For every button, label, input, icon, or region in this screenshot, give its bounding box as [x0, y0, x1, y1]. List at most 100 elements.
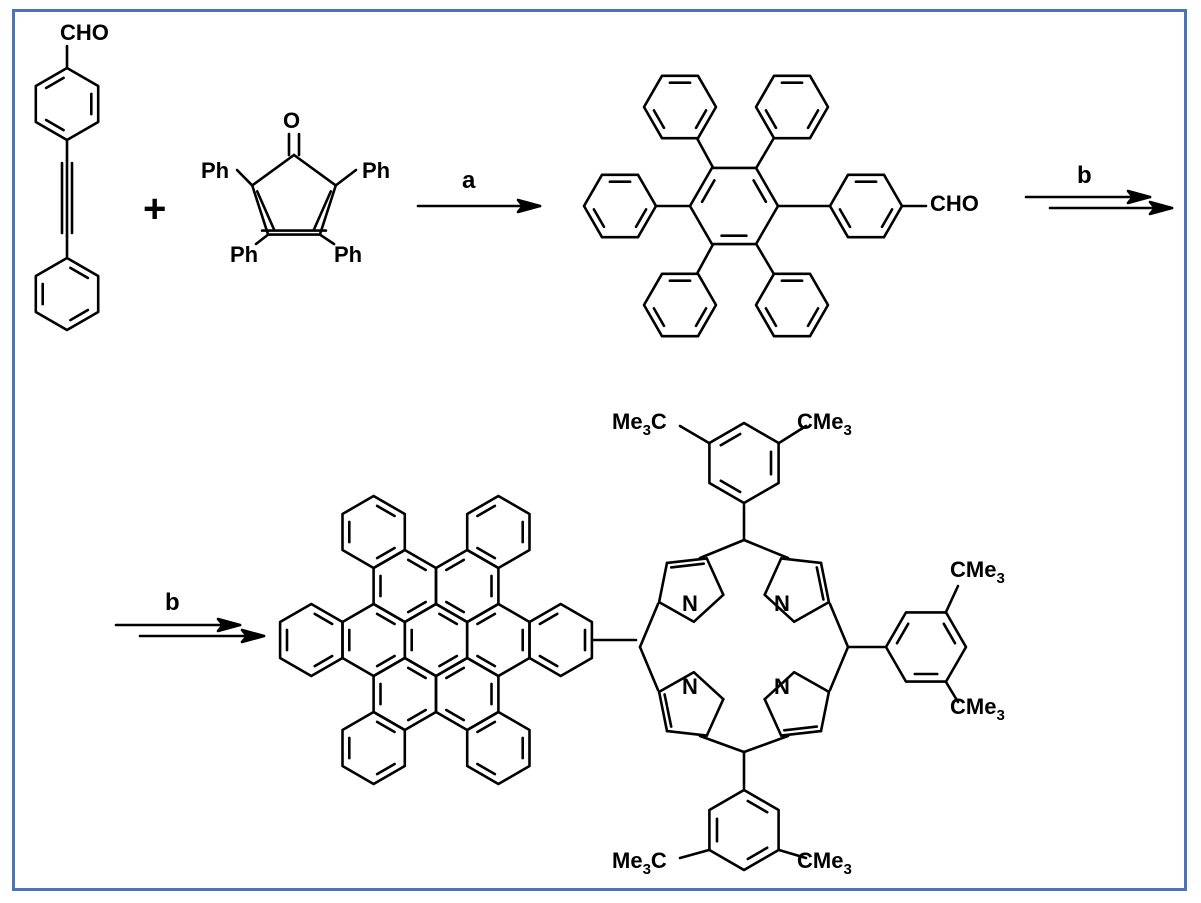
reagent1-phenyl-ring-double-bond — [69, 308, 90, 322]
reagent1-benzaldehyde-ring — [34, 66, 100, 142]
intermediate-phenyl-bottom-left-bond — [695, 243, 715, 275]
pyrrole-bottom-right-bond — [763, 670, 796, 701]
intermediate-phenyl-bottom-left-double-bond — [652, 307, 666, 328]
pyrrole-bottom-left-bond — [657, 690, 669, 733]
bottom-aryl-tbu-left: Me3C — [612, 848, 667, 878]
intermediate-central-ring — [688, 166, 780, 246]
meso-bond — [742, 538, 790, 560]
reagent1-benzaldehyde-ring-double-bond — [44, 118, 65, 132]
pyrrole-top-left-bond — [705, 557, 725, 597]
hbc-ring-12 — [341, 710, 407, 786]
hbc-ring-0 — [403, 602, 469, 678]
reagent1-benzaldehyde-ring-double-bond — [44, 76, 65, 90]
right-aryl-ring-double-bond — [942, 622, 957, 645]
hbc-ring-7-double-bond — [476, 504, 497, 518]
top-aryl-ring-double-bond — [719, 432, 742, 447]
hbc-ring-1-double-bond — [476, 612, 497, 626]
porphyrin-n-top-right: N — [774, 591, 790, 616]
reagent1-phenyl-ring — [34, 256, 100, 332]
intermediate-phenyl-left — [582, 173, 658, 239]
hbc-ring-1-double-bond — [476, 654, 497, 668]
hbc-ring-9 — [528, 602, 594, 678]
right-aryl-ring-double-bond — [895, 622, 910, 645]
bottom-aryl-tbu-right: CMe3 — [797, 848, 852, 878]
reagent2-ph-top-right: Ph — [362, 158, 390, 183]
pyrrole-top-right-bond — [763, 593, 796, 624]
bottom-aryl-ring-double-bond — [746, 799, 769, 814]
top-aryl-tbu-bond-left — [678, 424, 711, 445]
hbc-ring-10-double-bond — [313, 654, 334, 668]
hbc-ring-4-double-bond — [406, 558, 428, 572]
arrow-b-top-2-head — [1148, 200, 1174, 216]
scheme-frame — [12, 9, 1187, 891]
pyrrole-top-right-bond — [819, 561, 831, 604]
pyrrole-top-left-double-bond — [669, 562, 706, 569]
meso-bond — [638, 645, 660, 692]
hbc-ring-4 — [372, 548, 438, 624]
reagent2-ph-top-left: Ph — [201, 158, 229, 183]
hbc-ring-6 — [372, 656, 438, 732]
meso-bond — [742, 734, 790, 754]
cyclopentadienone-bond — [292, 153, 338, 187]
hbc-ring-3-double-bond — [444, 600, 466, 614]
pyrrole-bottom-right-double-bond — [782, 725, 819, 732]
intermediate-phenyl-top-left-bond — [695, 137, 715, 169]
arrow-b-bottom-1-head — [216, 617, 242, 633]
hbc-ring-8 — [341, 494, 407, 570]
reagent1-cho-label: CHO — [60, 20, 109, 45]
hbc-ring-11-double-bond — [476, 762, 497, 776]
intermediate-phenyl-left-double-bond — [592, 208, 606, 229]
intermediate-phenyl-bottom-left — [642, 272, 718, 338]
intermediate-phenyl-top-left-double-bond — [694, 109, 708, 130]
hbc-ring-12-double-bond — [375, 762, 396, 776]
pyrrole-top-right-double-bond — [815, 566, 825, 601]
top-aryl-tbu-bond-right — [777, 424, 808, 445]
top-aryl-tbu-right: CMe3 — [797, 409, 852, 439]
intermediate-phenyl-left-double-bond — [634, 208, 648, 229]
hbc-ring-6-double-bond — [406, 666, 428, 680]
pyrrole-top-left-bond — [657, 600, 696, 624]
hbc-ring-6-double-bond — [406, 708, 428, 722]
hbc-ring-7 — [465, 494, 531, 570]
right-aryl-tbu-top: CMe3 — [950, 557, 1005, 587]
pyrrole-bottom-left-bond — [705, 697, 725, 737]
pyrrole-top-right-bond — [763, 557, 783, 597]
porphyrin-n-bottom-left: N — [682, 674, 698, 699]
hbc-ring-5-double-bond — [444, 666, 466, 680]
plus-sign: + — [143, 187, 166, 231]
ph-bond-bottom-right — [318, 233, 336, 246]
hbc-ring-5 — [434, 656, 500, 732]
porphyrin-n-bottom-right: N — [774, 674, 790, 699]
hbc-ring-2-double-bond — [375, 612, 396, 626]
hbc-ring-8-double-bond — [375, 504, 396, 518]
porphyrin-n-top-left: N — [682, 591, 698, 616]
reagent1-phenyl-ring-double-bond — [69, 266, 90, 280]
hbc-ring-2-double-bond — [375, 654, 396, 668]
hbc-ring-10-double-bond — [313, 612, 334, 626]
bottom-aryl-tbu-bond-right — [777, 848, 808, 860]
intermediate-phenyl-top-right-double-bond — [764, 109, 778, 130]
right-aryl-tbu-bond-top — [944, 584, 960, 614]
reagent2-ph-bottom-left: Ph — [230, 242, 258, 267]
cyclopentadienone-bond — [250, 153, 296, 187]
meso-bond — [698, 538, 746, 560]
intermediate-central-ring-double-bond — [752, 179, 768, 204]
cyclopentadienone-double-bond — [312, 190, 333, 231]
cyclopentadienone-bond — [250, 184, 270, 236]
right-aryl-tbu-bond-bottom — [944, 680, 960, 704]
arrow-b-bottom-2-head — [240, 628, 266, 644]
ph-bond-top-right — [334, 168, 358, 187]
pyrrole-bottom-left-bond — [657, 670, 696, 694]
intermediate-phenyl-top-left-double-bond — [652, 109, 666, 130]
pyrrole-top-right-bond — [792, 600, 831, 624]
hbc-ring-9-double-bond — [538, 612, 559, 626]
intermediate-formylphenyl-double-bond — [880, 208, 894, 229]
intermediate-phenyl-bottom-left-double-bond — [694, 307, 708, 328]
intermediate-phenyl-bottom-right-double-bond — [764, 307, 778, 328]
top-aryl-tbu-left: Me3C — [612, 409, 667, 439]
meso-bond — [828, 645, 850, 692]
hbc-ring-3 — [434, 548, 500, 624]
pyrrole-bottom-right-bond — [763, 697, 783, 737]
intermediate-central-ring-double-bond — [700, 179, 716, 204]
